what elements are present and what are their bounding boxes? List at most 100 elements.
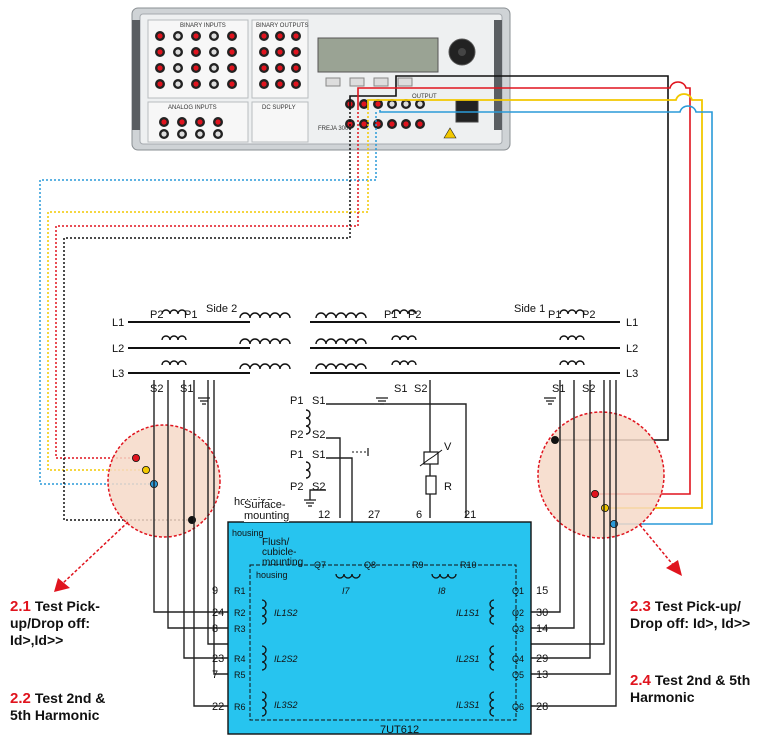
test-point-dot	[591, 489, 600, 498]
ct-mid-s1: S1	[394, 383, 407, 395]
relay-top-terminal-label: Q8	[364, 560, 376, 570]
ct-left-p1: P1	[184, 309, 197, 321]
phase-right-l1: L1	[626, 317, 638, 329]
winding-coil	[315, 312, 367, 319]
side-2-label: Side 2	[206, 303, 237, 315]
relay-left-terminal-label: R6	[234, 702, 246, 712]
relay-left-terminal-num: 8	[212, 623, 218, 635]
callout-2-1-text: Test Pick-up/Drop off: Id>,Id>>	[10, 598, 100, 648]
relay-right-terminal-label: Q4	[512, 654, 524, 664]
relay-7ut612	[227, 521, 532, 735]
relay-left-terminal-label: R1	[234, 586, 246, 596]
relay-top-terminal-num: 21	[464, 509, 476, 521]
winding-coil	[391, 335, 417, 341]
test-point-dot	[551, 435, 560, 444]
winding-coil	[161, 360, 187, 366]
ct-left-s1: S1	[180, 383, 193, 395]
relay-left-coil-label: IL2S2	[274, 654, 298, 664]
phase-right-l2: L2	[626, 343, 638, 355]
lead-black-side1	[349, 75, 669, 441]
lead-blue-side1	[379, 105, 713, 525]
phase-left-l2: L2	[112, 343, 124, 355]
secondary-wiring	[153, 380, 617, 707]
relay-right-coil-label: IL2S1	[456, 654, 480, 664]
relay-right-terminal-label: Q6	[512, 702, 524, 712]
winding-coil	[239, 312, 291, 319]
relay-right-terminal-num: 29	[536, 653, 548, 665]
relay-left-terminal-num: 24	[212, 607, 224, 619]
ct-right-p1: P1	[548, 309, 561, 321]
callout-2-1-number: 2.1	[10, 598, 31, 615]
relay-left-coil	[261, 599, 267, 625]
binary-inputs-label: BINARY INPUTS	[180, 23, 226, 29]
callout-2-2-number: 2.2	[10, 690, 31, 707]
winding-coil	[305, 409, 311, 435]
test-leads-solid	[349, 75, 713, 525]
relay-right-terminal-num: 15	[536, 585, 548, 597]
highlight-side1	[537, 411, 665, 539]
relay-top-coil-label: I8	[438, 586, 446, 596]
aux-p1b: P1	[290, 449, 303, 461]
ct-right-p2: P2	[582, 309, 595, 321]
aux-s2b: S2	[312, 481, 325, 493]
winding-coil	[391, 360, 417, 366]
arrow-icon	[666, 560, 682, 576]
winding-coil	[559, 309, 585, 315]
relay-right-terminal-label: Q1	[512, 586, 524, 596]
relay-right-terminal-num: 13	[536, 669, 548, 681]
relay-left-terminal-label: R2	[234, 608, 246, 618]
relay-right-terminal-num: 30	[536, 607, 548, 619]
relay-right-terminal-num: 28	[536, 701, 548, 713]
phase-right-l3: L3	[626, 368, 638, 380]
relay-right-terminal-label: Q5	[512, 670, 524, 680]
callout-2-4-text: Test 2nd & 5th Harmonic	[630, 672, 751, 705]
ct-left-s2: S2	[150, 383, 163, 395]
relay-left-coil	[261, 691, 267, 717]
phase-left-l1: L1	[112, 317, 124, 329]
binary-outputs-label: BINARY OUTPUTS	[256, 23, 308, 29]
device-name-label: FREJA 300	[318, 126, 349, 132]
relay-top-terminal-num: 12	[318, 509, 330, 521]
relay-left-terminal-label: R5	[234, 670, 246, 680]
phase-busbars	[128, 321, 620, 374]
side-1-label: Side 1	[514, 303, 545, 315]
winding-coil	[315, 338, 367, 345]
ct-left-p2: P2	[150, 309, 163, 321]
relay-left-terminal-num: 9	[212, 585, 218, 597]
surface-mounting-text: Surface- mounting	[244, 499, 290, 522]
relay-left-terminal-num: 7	[212, 669, 218, 681]
callout-2-2-text: Test 2nd & 5th Harmonic	[10, 690, 106, 723]
aux-s2a: S2	[312, 429, 325, 441]
relay-right-coil	[489, 599, 495, 625]
highlight-side2	[107, 424, 221, 538]
relay-top-terminal-label: Q7	[314, 560, 326, 570]
winding-coil	[239, 338, 291, 345]
resistor-label: R	[444, 481, 452, 493]
relay-left-coil	[261, 645, 267, 671]
ct-right-s2: S2	[582, 383, 595, 395]
winding-coil	[161, 309, 187, 315]
freja-sockets	[155, 31, 425, 139]
callout-2-3-number: 2.3	[630, 598, 651, 615]
lead-yellow-side1	[367, 93, 703, 509]
lead-red-side1	[357, 81, 691, 495]
relay-top-terminal-num: 6	[416, 509, 422, 521]
aux-p2a: P2	[290, 429, 303, 441]
dc-supply-label: DC SUPPLY	[262, 105, 296, 111]
winding-coil	[559, 360, 585, 366]
test-leads-dashed	[39, 112, 377, 521]
relay-right-coil	[489, 645, 495, 671]
winding-coil	[391, 309, 417, 315]
relay-right-coil	[489, 691, 495, 717]
relay-left-terminal-num: 22	[212, 701, 224, 713]
relay-left-terminal-label: R3	[234, 624, 246, 634]
housing-label-2: housing	[256, 570, 288, 580]
relay-model-label: 7UT612	[380, 724, 419, 736]
winding-coil	[315, 363, 367, 370]
relay-left-terminal-num: 23	[212, 653, 224, 665]
winding-coil	[161, 335, 187, 341]
